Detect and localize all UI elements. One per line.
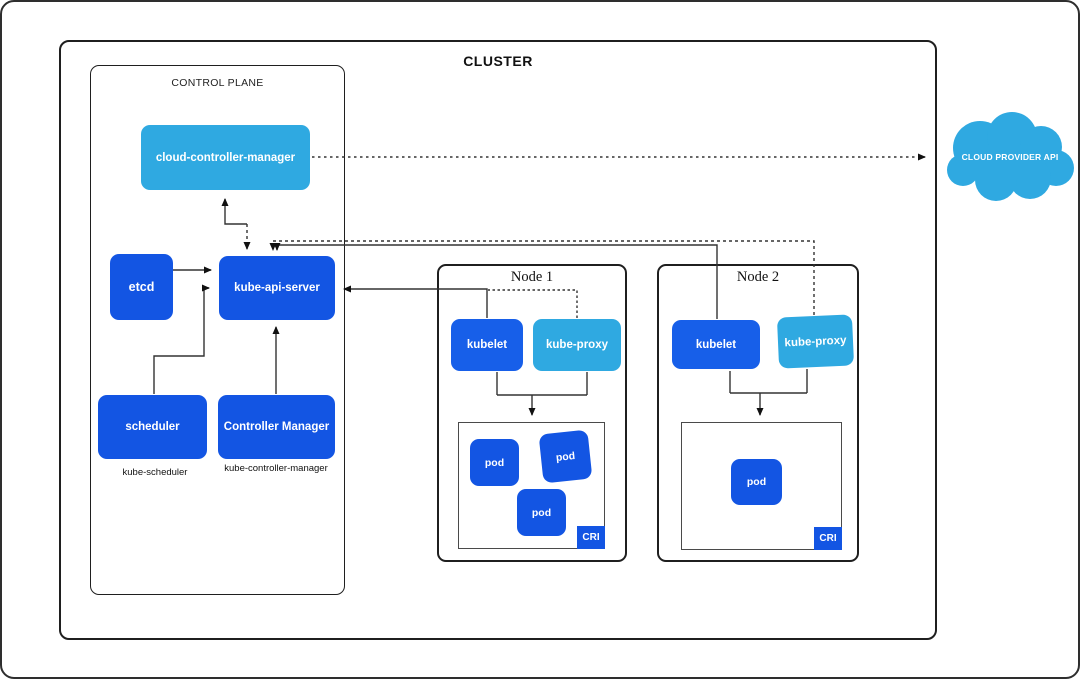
node-1-pod-3: pod	[517, 489, 566, 536]
node-2-cri-badge: CRI	[814, 527, 842, 550]
cloud-icon	[947, 112, 1074, 201]
node-1-kubelet-box: kubelet	[451, 319, 523, 371]
etcd-box: etcd	[110, 254, 173, 320]
scheduler-caption: kube-scheduler	[122, 467, 188, 478]
node-1-pod-2: pod	[538, 429, 593, 484]
scheduler-box: scheduler	[98, 395, 207, 459]
cloud-provider-api-label: CLOUD PROVIDER API	[961, 152, 1059, 162]
node-1-pod-1: pod	[470, 439, 519, 486]
controller-manager-box: Controller Manager	[218, 395, 335, 459]
controller-manager-caption: kube-controller-manager	[224, 463, 328, 474]
cloud-provider-api-shape: CLOUD PROVIDER API	[940, 110, 1078, 205]
node-1-kube-proxy-box: kube-proxy	[533, 319, 621, 371]
node-2-pod-1: pod	[731, 459, 782, 505]
control-plane-box	[90, 65, 345, 595]
node-1-title: Node 1	[510, 269, 554, 285]
kube-api-server-box: kube-api-server	[219, 256, 335, 320]
cluster-label: CLUSTER	[463, 53, 533, 69]
cloud-controller-manager-box: cloud-controller-manager	[141, 125, 310, 190]
node-1-cri-badge: CRI	[577, 526, 605, 549]
node-2-kubelet-box: kubelet	[672, 320, 760, 369]
control-plane-label: CONTROL PLANE	[171, 77, 264, 89]
cluster-box	[59, 40, 937, 640]
node-2-title: Node 2	[736, 269, 780, 285]
node-2-kube-proxy-box: kube-proxy	[776, 314, 855, 369]
